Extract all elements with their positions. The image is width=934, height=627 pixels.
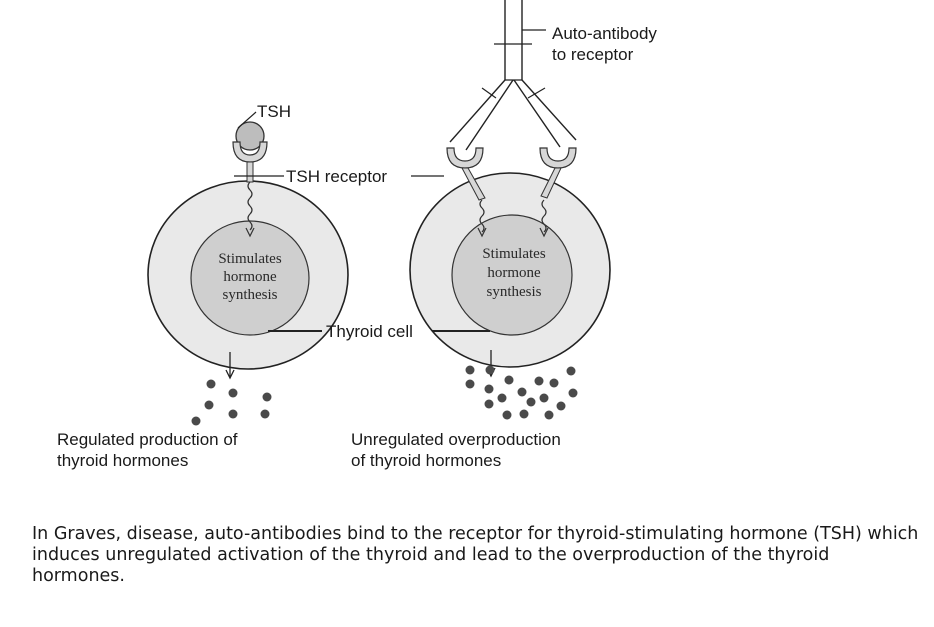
left-inner-text-2: hormone [223,269,277,285]
antibody-left-arm-inner [465,79,514,151]
antibody-right-arm-outer [521,79,577,141]
auto-antibody [449,0,577,151]
left-bottom-label-1: Regulated production of [57,430,238,449]
hormone-dot [568,388,578,398]
hormone-dot [539,393,549,403]
hormone-dot [262,392,272,402]
antibody-left-arm-tick [481,87,497,99]
right-receptor-left [446,147,487,238]
hormone-dot [526,397,536,407]
tsh-bound-receptor [232,121,268,238]
hormone-dot [504,375,514,385]
hormone-dot [191,416,201,426]
hormone-dot [534,376,544,386]
hormone-dot [566,366,576,376]
figure-caption: In Graves, disease, auto-antibodies bind… [32,524,919,586]
hormone-dot [519,409,529,419]
hormone-dot [228,388,238,398]
thyroid-cell-label: Thyroid cell [326,322,413,341]
tsh-receptor-stalk [246,161,254,183]
left-inner-text-3: synthesis [222,287,277,303]
hormone-dot [556,401,566,411]
hormone-dot [204,400,214,410]
hormone-dot [502,410,512,420]
tsh-receptor-label: TSH receptor [286,167,387,186]
hormone-dot [485,365,495,375]
left-hormone-dots [191,379,272,426]
auto-antibody-label-1: Auto-antibody [552,24,657,43]
hormone-dot [549,378,559,388]
right-receptor-left-cup [446,147,484,169]
right-cell-nucleus [451,214,573,336]
tsh-molecule [235,121,265,151]
antibody-right-arm-inner [513,79,561,148]
tsh-label: TSH [257,102,291,121]
left-thyroid-cell: Stimulates hormone synthesis [147,180,349,370]
right-inner-text-3: synthesis [486,284,541,300]
hormone-dot [484,399,494,409]
left-signal-arrowhead [245,227,255,238]
tsh-receptor-cup [232,141,268,163]
right-inner-text-2: hormone [487,265,541,281]
hormone-dot [517,387,527,397]
right-thyroid-cell: Stimulates hormone synthesis [409,172,611,368]
right-signal-squiggle-2 [541,199,547,233]
right-inner-text-1: Stimulates [482,246,545,262]
hormone-dot [465,379,475,389]
hormone-dot [544,410,554,420]
right-signal-arrowhead-2 [539,227,549,238]
tsh-leader-line [237,111,257,129]
left-cell-nucleus [190,220,310,336]
right-receptor-right-stalk [540,167,562,199]
right-receptor-right-cup [539,147,577,169]
hormone-dot [260,409,270,419]
hormone-dot [497,393,507,403]
hormone-dot [484,384,494,394]
left-inner-text-1: Stimulates [218,251,281,267]
right-signal-arrowhead-1 [477,227,487,238]
hormone-dot [228,409,238,419]
left-signal-squiggle [247,181,253,231]
antibody-right-arm-tick [527,87,546,99]
left-secretion-arrow [225,352,235,380]
auto-antibody-label-2: to receptor [552,45,634,64]
antibody-left-arm-outer [449,79,506,143]
right-receptor-right [539,147,577,238]
right-hormone-dots [465,365,578,420]
right-signal-squiggle-1 [479,199,485,233]
hormone-dot [465,365,475,375]
right-receptor-left-stalk [461,167,486,201]
right-bottom-label-1: Unregulated overproduction [351,430,561,449]
right-bottom-label-2: of thyroid hormones [351,451,501,470]
left-bottom-label-2: thyroid hormones [57,451,188,470]
hormone-dot [206,379,216,389]
